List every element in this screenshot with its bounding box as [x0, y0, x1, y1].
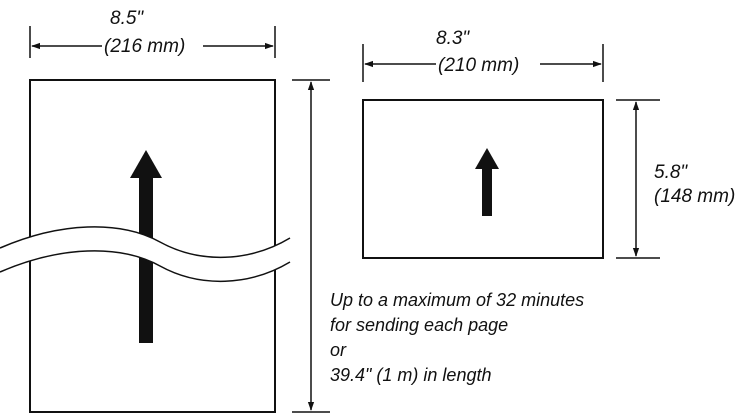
- length-note-line-2: for sending each page: [330, 315, 508, 335]
- left-width-in-label: 8.5": [110, 8, 144, 29]
- left-sheet-break-band: [0, 226, 290, 282]
- right-sheet: [362, 99, 604, 259]
- left-sheet-break-line-top: [0, 226, 291, 258]
- length-note-line-4: 39.4" (1 m) in length: [330, 365, 491, 385]
- length-note-line-1: Up to a maximum of 32 minutes: [330, 290, 584, 310]
- right-width-in-label: 8.3": [436, 28, 470, 49]
- right-feed-arrow-shaft: [482, 166, 492, 216]
- right-width-mm-label: (210 mm): [438, 55, 519, 76]
- right-height-mm-label: (148 mm): [654, 186, 735, 207]
- left-length-dimension: [292, 79, 330, 413]
- left-sheet-break-line-bottom: [0, 250, 291, 282]
- left-width-mm-label: (216 mm): [104, 36, 185, 57]
- right-height-in-label: 5.8": [654, 162, 688, 183]
- left-width-dimension: 8.5" (216 mm): [29, 8, 276, 58]
- length-note-line-3: or: [330, 340, 347, 360]
- length-note: Up to a maximum of 32 minutes for sendin…: [330, 290, 584, 385]
- right-height-dimension: 5.8" (148 mm): [616, 99, 735, 259]
- left-feed-arrow-head: [130, 150, 162, 178]
- right-feed-arrow-head: [475, 148, 499, 169]
- right-width-dimension: 8.3" (210 mm): [362, 28, 604, 82]
- left-sheet: [0, 79, 291, 413]
